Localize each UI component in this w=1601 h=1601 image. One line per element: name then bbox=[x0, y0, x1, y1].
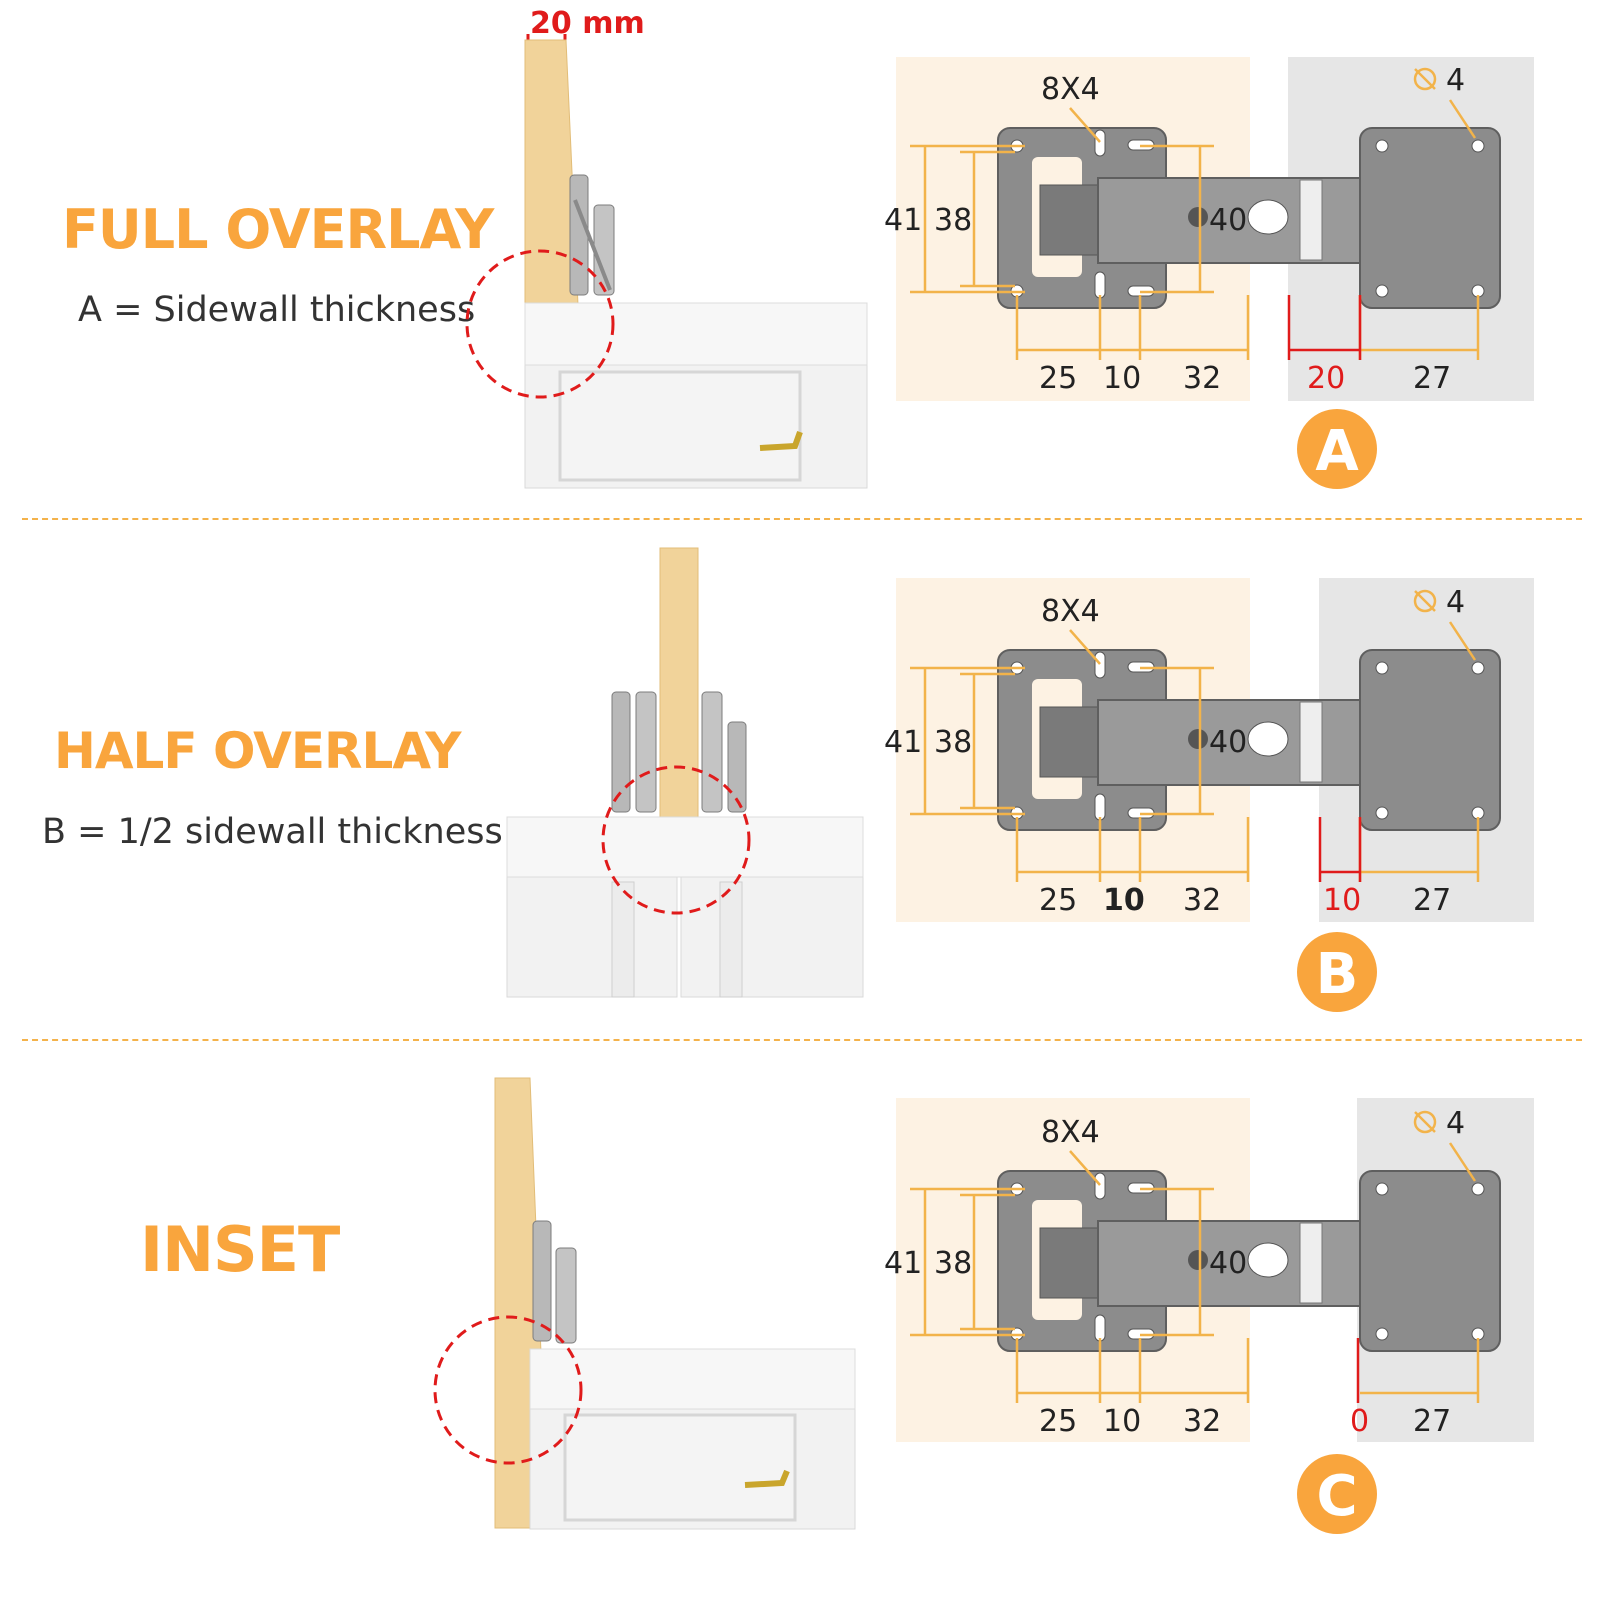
full-overlay-illustration: 20 mm bbox=[465, 6, 868, 489]
door-handle bbox=[759, 430, 803, 451]
section-half-overlay: HALF OVERLAY B = 1/2 sidewall thickness bbox=[0, 522, 1601, 1042]
height-inner-label: 38 bbox=[934, 1246, 972, 1281]
focus-circle bbox=[465, 249, 615, 399]
height-outer-label: 41 bbox=[884, 203, 922, 238]
dim-27-label: 27 bbox=[1413, 1404, 1451, 1439]
overlay-offset-label: 20 bbox=[1307, 361, 1345, 396]
height-outer-label: 41 bbox=[884, 725, 922, 760]
slot-size-label: 8X4 bbox=[1041, 72, 1100, 107]
wood-sidewall bbox=[659, 547, 699, 819]
hole-size-label: 4 bbox=[1446, 63, 1465, 98]
dim-27-label: 27 bbox=[1413, 361, 1451, 396]
dim-25-label: 25 bbox=[1039, 883, 1077, 918]
door-handle bbox=[744, 1469, 790, 1488]
badge-b bbox=[1297, 932, 1377, 1012]
height-outer-label: 41 bbox=[884, 1246, 922, 1281]
mini-hinges bbox=[611, 691, 747, 813]
overlay-offset-label: 10 bbox=[1323, 883, 1361, 918]
cup-diameter-label: 40 bbox=[1209, 1246, 1247, 1281]
cup-diameter-label: 40 bbox=[1209, 203, 1247, 238]
dim-10-label: 10 bbox=[1103, 883, 1145, 918]
height-inner-label: 38 bbox=[934, 725, 972, 760]
focus-circle bbox=[601, 765, 751, 915]
focus-circle bbox=[433, 1315, 583, 1465]
hole-size-label: 4 bbox=[1446, 1106, 1465, 1141]
badge-letter: B bbox=[1316, 942, 1359, 1007]
dim-27-label: 27 bbox=[1413, 883, 1451, 918]
dim-32-label: 32 bbox=[1183, 361, 1221, 396]
slot-size-label: 8X4 bbox=[1041, 594, 1100, 629]
dim-32-label: 32 bbox=[1183, 1404, 1221, 1439]
hinge-dimension-diagram-b: 8X4 4 41 38 40 25 10 32 10 27 B bbox=[884, 578, 1534, 1012]
badge-letter: C bbox=[1316, 1464, 1357, 1529]
overlay-offset-label: 0 bbox=[1350, 1404, 1369, 1439]
badge-a bbox=[1297, 409, 1377, 489]
badge-c bbox=[1297, 1454, 1377, 1534]
dim-10-label: 10 bbox=[1103, 1404, 1141, 1439]
cup-diameter-label: 40 bbox=[1209, 725, 1247, 760]
slot-size-label: 8X4 bbox=[1041, 1115, 1100, 1150]
section-title: FULL OVERLAY bbox=[62, 198, 494, 261]
half-overlay-illustration bbox=[506, 547, 864, 998]
section-inset: INSET bbox=[0, 1043, 1601, 1563]
section-subtitle: A = Sidewall thickness bbox=[78, 290, 476, 330]
dim-10-label: 10 bbox=[1103, 361, 1141, 396]
badge-letter: A bbox=[1315, 419, 1359, 484]
section-divider bbox=[22, 518, 1582, 520]
dim-25-label: 25 bbox=[1039, 1404, 1077, 1439]
section-title: HALF OVERLAY bbox=[54, 722, 461, 780]
inset-illustration bbox=[433, 1077, 856, 1530]
dim-25-label: 25 bbox=[1039, 361, 1077, 396]
mini-hinge bbox=[532, 1220, 577, 1344]
height-inner-label: 38 bbox=[934, 203, 972, 238]
section-title: INSET bbox=[140, 1213, 340, 1286]
hole-size-label: 4 bbox=[1446, 585, 1465, 620]
mini-hinge bbox=[569, 174, 615, 296]
section-subtitle: B = 1/2 sidewall thickness bbox=[42, 812, 503, 852]
hinge-dimension-diagram-a: 8X4 4 41 38 40 25 10 32 20 27 A bbox=[884, 57, 1534, 489]
hinge-dimension-diagram-c: 8X4 4 41 38 40 25 10 32 0 27 C bbox=[884, 1098, 1534, 1534]
thickness-label: 20 mm bbox=[530, 6, 645, 41]
dim-32-label: 32 bbox=[1183, 883, 1221, 918]
section-full-overlay: FULL OVERLAY A = Sidewall thickness 20 m… bbox=[0, 0, 1601, 520]
section-divider bbox=[22, 1039, 1582, 1041]
